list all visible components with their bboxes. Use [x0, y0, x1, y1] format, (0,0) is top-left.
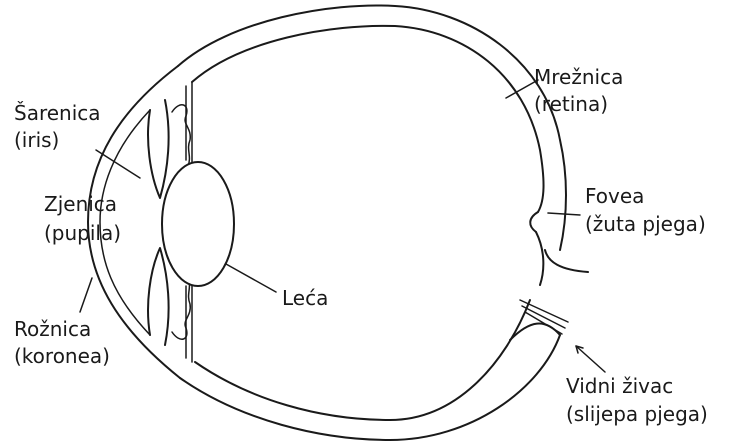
- label-pupil-1: Zjenica: [44, 192, 117, 216]
- optic-nerve: [545, 250, 588, 272]
- label-fovea-2: (žuta pjega): [585, 212, 706, 236]
- retina-layer: [192, 26, 544, 420]
- label-nerve-1: Vidni živac: [566, 374, 673, 398]
- iris-upper: [148, 100, 169, 198]
- ciliary-body-lower: [172, 278, 190, 339]
- lens: [162, 162, 234, 286]
- pointer-nerve: [576, 346, 605, 372]
- label-fovea-1: Fovea: [585, 184, 644, 208]
- iris-lower: [148, 248, 169, 345]
- ciliary-body-upper: [172, 105, 190, 166]
- pointer-cornea: [80, 278, 92, 312]
- pointer-fovea: [548, 213, 580, 215]
- label-iris-1: Šarenica: [14, 101, 101, 125]
- label-pupil-2: (pupila): [44, 221, 121, 245]
- label-cornea-1: Rožnica: [14, 317, 91, 341]
- fovea-dip: [530, 212, 538, 232]
- sclera-outer: [178, 5, 566, 440]
- label-retina-1: Mrežnica: [534, 65, 623, 89]
- label-retina-2: (retina): [534, 92, 608, 116]
- label-lens: Leća: [282, 286, 328, 310]
- label-nerve-2: (slijepa pjega): [566, 402, 708, 426]
- pointer-lens: [226, 264, 276, 292]
- label-iris-2: (iris): [14, 128, 59, 152]
- label-cornea-2: (koronea): [14, 344, 110, 368]
